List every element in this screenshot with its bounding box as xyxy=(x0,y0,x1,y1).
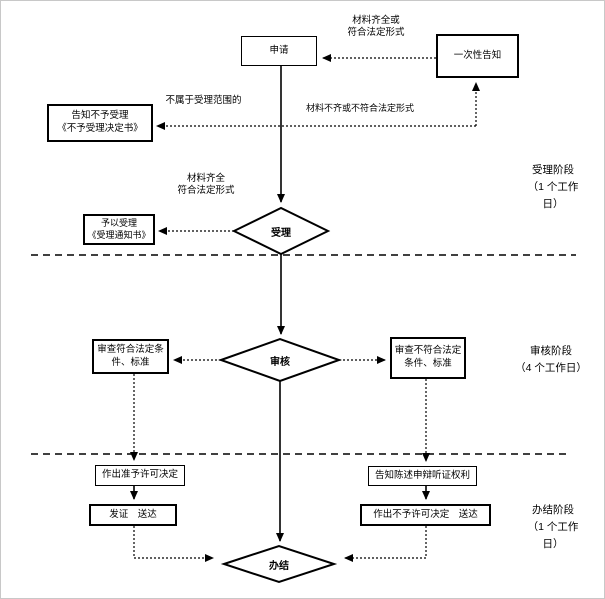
stage-complete-line1: 办结阶段 xyxy=(532,504,574,516)
stage-accept-line1: 受理阶段 xyxy=(532,164,574,176)
stage-review-line2: （4 个工作日） xyxy=(515,362,587,374)
stage-accept-line2: （1 个工作 xyxy=(527,181,579,193)
edge-label-materials-complete-line1: 材料齐全 xyxy=(186,173,225,184)
node-one-time-notice: 一次性告知 xyxy=(436,34,519,78)
node-reject-notice-line1: 告知不予受理 xyxy=(71,110,129,122)
node-accept-notice: 予以受理 《受理通知书》 xyxy=(83,214,155,245)
node-review-pass-line2: 件、标准 xyxy=(111,356,150,368)
stage-label-complete: 办结阶段 （1 个工作 日） xyxy=(513,502,593,553)
edge-label-materials-incomplete: 材料不齐或不符合法定形式 xyxy=(305,103,414,113)
edge-label-materials-complete: 材料齐全 符合法定形式 xyxy=(161,173,251,197)
edge-label-materials-complete-or-line2: 符合法定形式 xyxy=(347,27,405,38)
node-accept-notice-line2: 《受理通知书》 xyxy=(87,229,151,240)
node-review-fail: 审查不符合法定 条件、标准 xyxy=(390,337,466,379)
node-hearing-rights: 告知陈述申辩听证权利 xyxy=(368,466,477,486)
node-issue-deliver: 发证 送达 xyxy=(89,504,177,526)
stage-complete-line3: 日） xyxy=(542,538,564,550)
node-reject-notice-line2: 《不予受理决定书》 xyxy=(57,123,143,134)
accept-diamond xyxy=(231,206,331,256)
node-review-fail-line1: 审查不符合法定 xyxy=(394,345,462,357)
edge-label-materials-complete-line2: 符合法定形式 xyxy=(177,185,235,196)
stage-label-accept: 受理阶段 （1 个工作 日） xyxy=(513,162,593,213)
node-reject-notice: 告知不予受理 《不予受理决定书》 xyxy=(47,104,153,142)
edge-label-materials-complete-or-line1: 材料齐全或 xyxy=(352,15,400,26)
review-diamond-label: 审核 xyxy=(270,356,290,368)
complete-diamond xyxy=(220,544,338,584)
node-deny-decision: 作出不予许可决定 送达 xyxy=(360,504,491,526)
node-review-pass-line1: 审查符合法定条 xyxy=(97,343,164,355)
edge-label-materials-complete-or: 材料齐全或 符合法定形式 xyxy=(331,15,421,39)
edge-deny-to-complete xyxy=(344,526,427,562)
review-diamond xyxy=(218,337,342,383)
node-review-pass: 审查符合法定条 件、标准 xyxy=(92,339,169,374)
edge-label-not-in-scope: 不属于受理范围的 xyxy=(165,95,242,106)
node-review-fail-line2: 条件、标准 xyxy=(404,358,452,369)
node-accept-notice-line1: 予以受理 xyxy=(100,217,137,228)
stage-complete-line2: （1 个工作 xyxy=(527,521,579,533)
stage-accept-line3: 日） xyxy=(542,198,564,210)
accept-diamond-label: 受理 xyxy=(271,227,291,239)
node-apply: 申请 xyxy=(241,36,317,66)
stage-review-line1: 审核阶段 xyxy=(530,345,572,357)
edge-issue-to-complete xyxy=(133,526,214,562)
complete-diamond-label: 办结 xyxy=(269,560,289,572)
node-grant-decision: 作出准予许可决定 xyxy=(95,465,185,486)
stage-label-review: 审核阶段 （4 个工作日） xyxy=(506,343,596,377)
